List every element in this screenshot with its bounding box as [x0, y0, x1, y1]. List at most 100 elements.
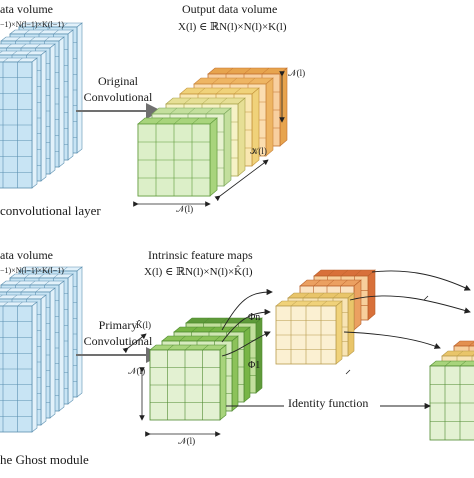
bottom-input-slice-top [0, 287, 56, 293]
top-input-slice-side [49, 43, 56, 175]
top-input-slice [0, 57, 38, 189]
ghost-peach-slice-tline [332, 292, 340, 299]
ghost-peach-slice-tline [290, 300, 298, 307]
ghost-orange-slice-side [353, 279, 362, 331]
top-output-slice-tline [243, 67, 252, 75]
top-input-slice-tline [0, 50, 3, 54]
top-output-slice-tline [201, 97, 210, 105]
top-output-front-side [209, 117, 218, 197]
intrinsic-slice-tline [179, 335, 186, 342]
top-input-slice-tline [6, 43, 12, 49]
top-input-slice-tline [2, 57, 9, 63]
top-output-slice-side [279, 67, 288, 147]
phi-1-arrow [221, 331, 271, 357]
final-output-slice-top [453, 340, 474, 347]
top-op-label-2: Convolutional [83, 90, 153, 104]
top-output-slice-tline [215, 87, 224, 95]
top-input-slice-top [0, 50, 47, 56]
top-input-slice-tline [26, 50, 32, 56]
bottom-input-slice-side [40, 294, 47, 426]
intrinsic-slice-tline [214, 335, 221, 342]
bottom-input-slice-tline [33, 266, 39, 272]
ghost-peach-slice-side [335, 300, 343, 365]
final-output-slice-tline [471, 354, 474, 357]
top-output-formula: X(l) ∈ ℝN(l)×N(l)×K(l) [178, 21, 287, 33]
intrinsic-slice-tline [196, 335, 204, 342]
bottom-input-slice-tline [0, 294, 3, 298]
bottom-dim-width: 𝒩(l) [178, 436, 196, 446]
phi-n-label: Φn [248, 312, 261, 323]
intrinsic-slice-tline [184, 344, 192, 351]
intrinsic-slice-side [231, 335, 239, 412]
bottom-dim-depth: K̂(l) [136, 320, 151, 330]
intrinsic-slice-tline [203, 317, 210, 324]
ghost-peach-slice-tline [305, 300, 313, 307]
bottom-input-slice-tline [26, 294, 32, 300]
top-input-slice-tline [33, 22, 39, 28]
final-output-slice-tline [459, 360, 467, 367]
bottom-input-label: ata volume [0, 248, 53, 262]
bottom-input-slice-tline [24, 273, 30, 279]
identity-function-label: Identity function [288, 396, 369, 410]
top-output-slice-tline [211, 77, 220, 85]
top-dim-depth-line [214, 159, 269, 202]
ghost-orange-slice-tline [326, 279, 335, 287]
top-output-slice-tline [225, 67, 234, 75]
top-output-front-tline [155, 117, 164, 125]
top-input-slice-tline [24, 29, 30, 35]
intrinsic-slice-side [255, 317, 263, 394]
ghost-orange-slice-tline [327, 269, 335, 277]
top-output-slice-tline [205, 107, 214, 115]
bottom-dim-height: 𝒩(l) [128, 366, 146, 376]
bottom-input-slice-side [58, 280, 65, 412]
concat-arrow-mid [349, 295, 471, 314]
bottom-dim-depth-line [122, 333, 147, 354]
ghost-orange-slice-tline [354, 269, 362, 277]
bottom-input-slice-side [31, 301, 38, 433]
intrinsic-slice-tline [208, 326, 216, 333]
final-output-slice [429, 360, 474, 441]
top-output-slice-tline [183, 97, 192, 105]
top-input-slice-tline [47, 22, 54, 28]
tick-mark-1 [423, 295, 429, 301]
intrinsic-slice-tline [220, 317, 228, 324]
ghost-peach-slice-tline [317, 292, 325, 299]
final-output-slice-tline [444, 360, 452, 367]
top-output-front-tline [173, 117, 182, 125]
top-output-slice-tline [247, 77, 256, 85]
bottom-input-slice-tline [62, 266, 68, 272]
bottom-input-slice-tline [20, 287, 27, 293]
bottom-input-slice-tline [2, 301, 9, 307]
bottom-input-slice-tline [6, 287, 12, 293]
top-output-slice-tline [187, 107, 196, 115]
top-input-label: ata volume [0, 2, 53, 16]
top-dim-depth: 𝒦(l) [250, 146, 267, 156]
top-output-slice-tline [261, 67, 270, 75]
top-input-slice-tline [62, 22, 68, 28]
top-output-front [137, 117, 218, 197]
concat-arrow-top [371, 270, 471, 291]
intrinsic-slice-tline [191, 326, 198, 333]
bottom-op-label-1: Primary [98, 318, 138, 332]
top-dim-height: 𝒩(l) [288, 68, 306, 78]
ghost-peach-slice-tline [320, 300, 328, 307]
intrinsic-slice-tline [202, 344, 209, 351]
bottom-input-slice-tline [15, 280, 21, 286]
intrinsic-slice-tline [167, 344, 174, 351]
top-op-label-1: Original [98, 74, 138, 88]
ghost-peach-slice-side [347, 292, 355, 357]
final-output-slice-tline [456, 350, 464, 357]
top-input-slice-side [31, 57, 38, 189]
top-output-slice-tline [233, 87, 242, 95]
final-output-slice-top [429, 360, 474, 367]
phi-arrow-mid [221, 308, 271, 343]
bottom-input-slice [0, 301, 38, 433]
bottom-input-slice-side [49, 287, 56, 419]
bottom-input-slice-tline [47, 266, 54, 272]
top-output-slice-side [223, 107, 232, 187]
ghost-orange-slice-tline [313, 279, 321, 287]
bottom-input-slice-tline [29, 280, 36, 286]
top-input-slice-side [40, 50, 47, 182]
bottom-caption: he Ghost module [0, 452, 89, 467]
